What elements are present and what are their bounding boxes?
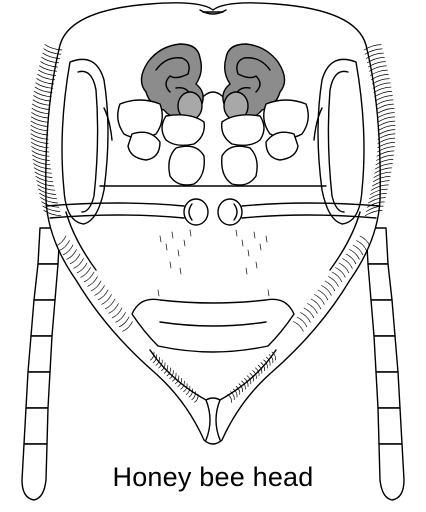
left-antennal-socket — [184, 199, 208, 225]
diagram-caption: Honey bee head — [0, 462, 426, 493]
left-antenna — [22, 228, 60, 500]
right-antennal-socket — [218, 199, 242, 225]
left-compound-eye — [62, 59, 108, 224]
right-antenna — [366, 228, 404, 500]
right-compound-eye — [318, 59, 364, 224]
